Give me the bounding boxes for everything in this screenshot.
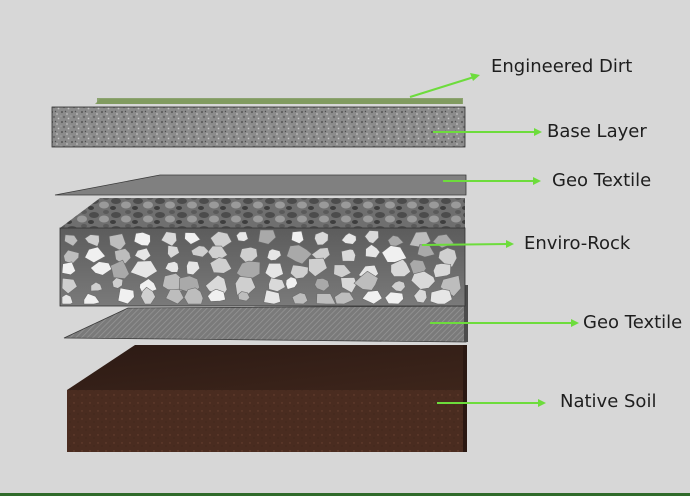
rock-stone [289,264,309,280]
label-geo-textile-bottom: Geo Textile [583,312,683,333]
rock-stone [207,288,226,302]
native-soil-layer [67,345,467,452]
rock-stone [285,276,298,290]
rock-stone [133,231,151,247]
rock-stone [117,287,135,305]
rock-stone [334,291,355,305]
rock-stone [140,286,156,305]
rock-stone [184,232,201,245]
arrow-enviro-rock [421,240,514,248]
rock-stone [413,288,428,304]
rock-stone [353,270,379,291]
rock-stone [237,291,251,302]
callout-arrows [409,73,579,407]
rock-stone [165,288,185,305]
geo-textile-bottom-layer [63,285,468,343]
rock-stone [109,259,130,280]
label-engineered-dirt: Engineered Dirt [491,56,633,77]
rock-stone [341,248,356,262]
rock-stone [84,246,106,264]
rock-stone [361,290,383,305]
enviro-rock-layer [59,198,466,307]
arrow-engineered-dirt [409,73,480,98]
rock-stone [83,293,101,305]
rock-stone [90,281,103,292]
label-base-layer: Base Layer [547,121,647,142]
rock-stone [365,244,381,259]
rock-stone [438,247,458,268]
geo-textile-top-layer [54,174,467,196]
rock-stone [429,288,453,305]
rock-stone [432,263,452,278]
rock-stone [258,229,277,245]
rock-stone [291,230,305,244]
rock-stone [316,293,337,305]
label-enviro-rock: Enviro-Rock [524,233,631,254]
rock-stone [268,277,286,292]
rock-stone [390,280,406,292]
rock-stone [308,257,328,277]
rock-stone [381,245,408,263]
rock-stone [129,260,158,279]
arrow-native-soil [437,399,546,407]
rock-stone [134,247,152,262]
label-native-soil: Native Soil [560,391,657,412]
rock-aggregate [61,229,462,305]
rock-stone [439,275,462,297]
rock-stone [390,258,411,277]
rock-stone [61,261,76,276]
rock-stone [183,287,204,305]
rock-stone [190,245,210,258]
rock-stone [164,261,179,273]
rock-stone [364,230,379,244]
rock-stone [340,277,358,294]
rock-stone [64,234,79,247]
rock-stone [314,277,330,292]
rock-stone [387,235,404,247]
rock-stone [209,257,233,274]
rock-stone [417,244,436,258]
rock-stone [84,234,100,247]
rock-stone [384,291,404,305]
label-geo-textile-top: Geo Textile [552,170,652,191]
rock-stone [266,248,282,261]
rock-stone [314,231,329,246]
arrow-geo-textile-top [443,177,541,185]
bottom-border-bar [0,493,690,496]
rock-stone [167,245,180,259]
rock-stone [235,231,249,242]
arrow-base-layer [433,128,542,136]
arrow-geo-textile-bottom [430,319,579,327]
rock-stone [341,232,357,245]
base-layer-block [51,98,466,148]
rock-stone [111,277,124,289]
rock-stone [90,261,113,276]
rock-stone [160,231,178,247]
rock-stone [286,244,313,265]
rock-stone [333,264,352,278]
rock-stone [61,277,78,295]
rock-stone [61,293,74,305]
rock-stone [410,270,436,290]
rock-stone [186,260,201,276]
rock-stone [291,292,309,305]
rock-stone [263,289,281,305]
